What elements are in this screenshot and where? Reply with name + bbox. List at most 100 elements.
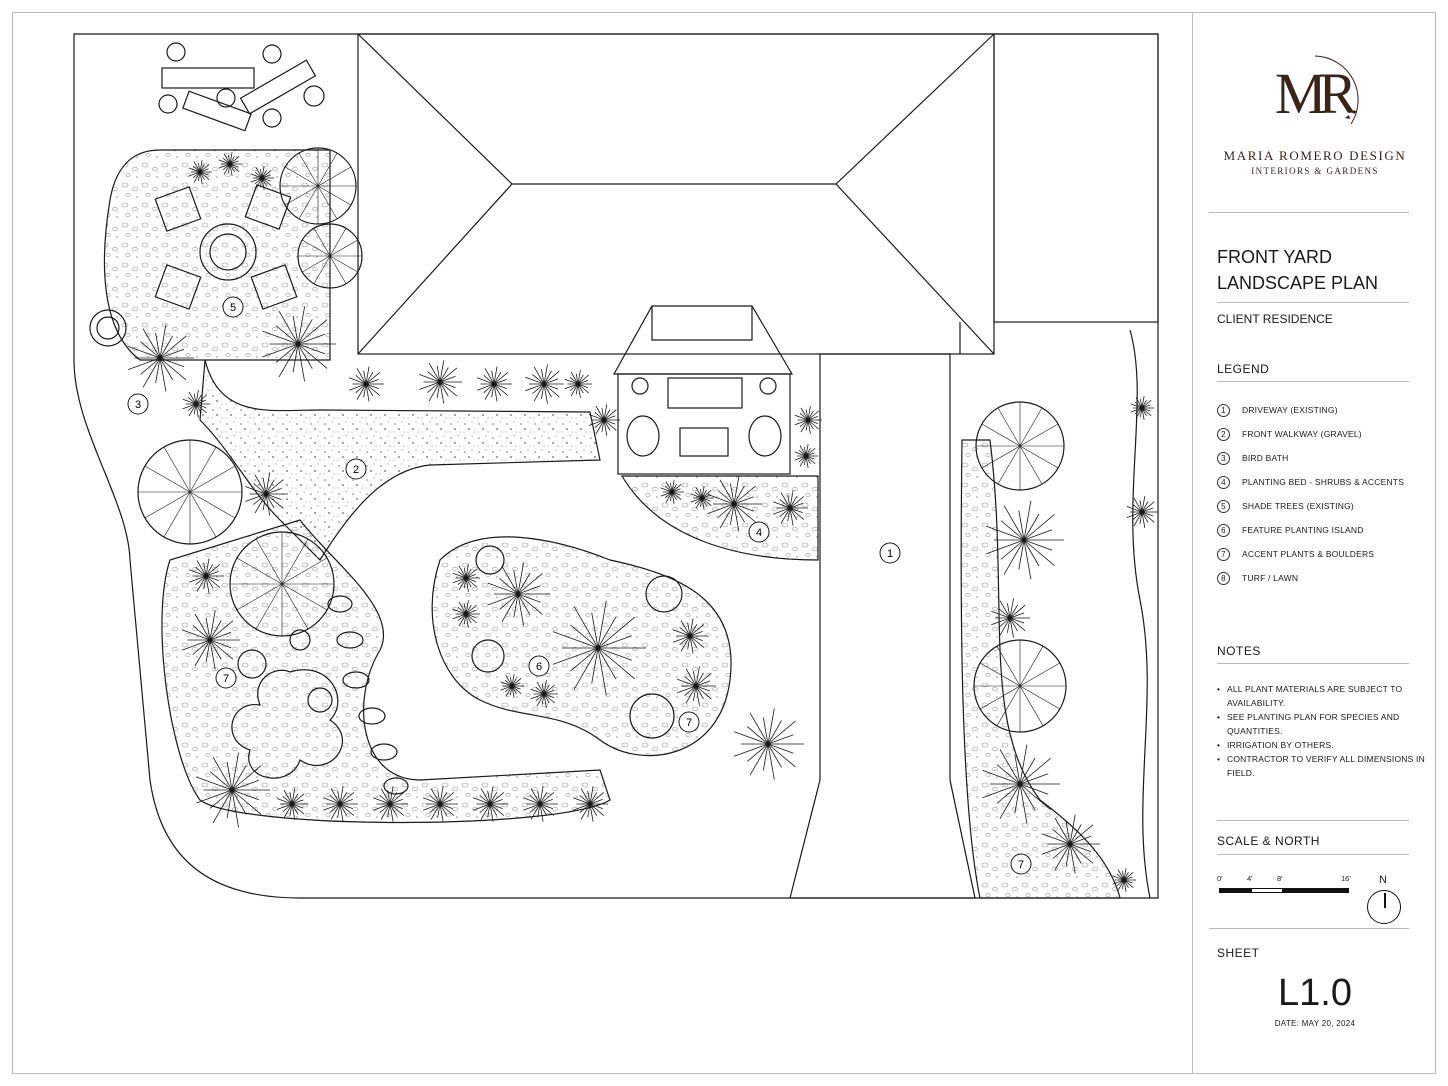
gravel-walkway xyxy=(199,359,601,561)
spiky-plant xyxy=(707,476,762,532)
spiky-plant xyxy=(276,788,308,820)
spiky-plant xyxy=(525,364,564,404)
tree-spoke xyxy=(255,538,283,585)
tree-spoke xyxy=(281,538,309,585)
scale-heading: SCALE & NORTH xyxy=(1217,834,1320,848)
note-item: IRRIGATION BY OTHERS. xyxy=(1217,738,1427,752)
logo-arc xyxy=(1314,55,1359,125)
north-label: N xyxy=(1379,874,1387,886)
tree-spoke xyxy=(996,685,1021,726)
tree-spoke xyxy=(997,445,1021,485)
sheet-heading: SHEET xyxy=(1217,946,1260,960)
svg-text:7: 7 xyxy=(686,717,692,729)
tree-spoke xyxy=(317,185,352,206)
spiky-plant xyxy=(991,598,1030,638)
tree-spoke xyxy=(284,185,319,206)
tree-spoke xyxy=(163,446,191,493)
scale-tick: 4' xyxy=(1247,874,1253,883)
spiky-plant xyxy=(218,152,242,176)
tree-spoke xyxy=(281,583,309,630)
spiky-plant xyxy=(986,500,1064,580)
tree-spoke xyxy=(980,685,1021,710)
spiky-plant xyxy=(196,752,270,828)
tree-spoke xyxy=(144,491,191,519)
tree-spoke xyxy=(144,465,191,493)
tree-spoke xyxy=(329,255,358,273)
spiky-plant xyxy=(472,786,508,822)
tree-spoke xyxy=(255,583,283,630)
tree-spoke xyxy=(313,228,331,257)
legend-item: 4 PLANTING BED - SHRUBS & ACCENTS xyxy=(1217,470,1427,494)
legend-label: PLANTING BED - SHRUBS & ACCENTS xyxy=(1242,477,1405,487)
legend-label: TURF / LAWN xyxy=(1242,573,1299,583)
scale-segment xyxy=(1251,888,1283,893)
spiky-plant xyxy=(262,306,336,382)
plan-callouts: 1 2 3 4 5 6 7 7 7 xyxy=(127,296,1032,875)
svg-text:1: 1 xyxy=(887,548,893,560)
spiky-plant xyxy=(250,166,274,190)
tree-spoke xyxy=(1019,445,1059,469)
legend-number: 1 xyxy=(1217,403,1230,417)
spiky-plant xyxy=(182,390,210,418)
tree-spoke xyxy=(236,557,283,585)
sheet-date: DATE: MAY 20, 2024 xyxy=(1274,1019,1356,1028)
spiky-plant xyxy=(522,786,558,822)
tree-spoke xyxy=(302,239,331,257)
legend-number: 3 xyxy=(1217,451,1230,465)
spiky-plant xyxy=(188,558,224,594)
spiky-plant xyxy=(476,366,512,402)
divider xyxy=(1217,854,1409,855)
svg-text:6: 6 xyxy=(536,661,542,673)
spiky-plant xyxy=(588,404,620,436)
svg-text:4: 4 xyxy=(756,527,762,539)
legend-label: SHADE TREES (EXISTING) xyxy=(1242,501,1354,511)
tree-spoke xyxy=(1019,685,1044,726)
sheet-number: L1.0 xyxy=(1278,972,1352,1014)
firm-logo: MR xyxy=(1257,52,1367,142)
svg-text:3: 3 xyxy=(135,399,141,411)
divider xyxy=(1209,928,1409,929)
callout-4: 4 xyxy=(748,521,770,543)
divider xyxy=(1209,212,1409,213)
spiky-plant xyxy=(181,610,240,670)
project-title-line2: LANDSCAPE PLAN xyxy=(1217,273,1379,293)
property-boundary xyxy=(73,33,1159,899)
scale-tick: 0' xyxy=(1217,874,1223,883)
legend-number: 5 xyxy=(1217,499,1230,513)
spiky-plant xyxy=(1126,496,1158,528)
callout-7b: 7 xyxy=(678,711,700,733)
tree-spoke xyxy=(189,465,236,493)
flower-shrub xyxy=(231,669,343,779)
callout-7a: 7 xyxy=(215,667,237,689)
accent-plants xyxy=(127,152,1158,892)
spiky-plant xyxy=(530,680,558,708)
fire-pit xyxy=(199,223,257,281)
spiky-plant xyxy=(690,486,714,510)
scale-tick: 16' xyxy=(1341,874,1351,883)
legend-number: 4 xyxy=(1217,475,1230,489)
tree-spoke xyxy=(163,491,191,538)
spiky-plant xyxy=(572,786,608,822)
north-arrow-icon xyxy=(1367,890,1401,924)
legend-number: 7 xyxy=(1217,547,1230,561)
tree-spoke xyxy=(317,166,352,187)
notes-list: ALL PLANT MATERIALS ARE SUBJECT TO AVAIL… xyxy=(1217,682,1427,780)
tree-spoke xyxy=(329,255,347,284)
callout-2: 2 xyxy=(345,458,367,480)
tree-spoke xyxy=(997,407,1021,447)
svg-text:7: 7 xyxy=(1018,859,1024,871)
tree-spoke xyxy=(1019,662,1060,687)
stepping-stones xyxy=(327,595,409,795)
tree-spoke xyxy=(1019,423,1059,447)
tree-spoke xyxy=(980,662,1021,687)
spiky-plant xyxy=(1041,814,1100,874)
patio-bed xyxy=(103,149,331,361)
spiky-plant xyxy=(500,674,524,698)
tree-spoke xyxy=(317,185,338,220)
tree-spoke xyxy=(298,152,319,187)
divider xyxy=(1217,381,1409,382)
